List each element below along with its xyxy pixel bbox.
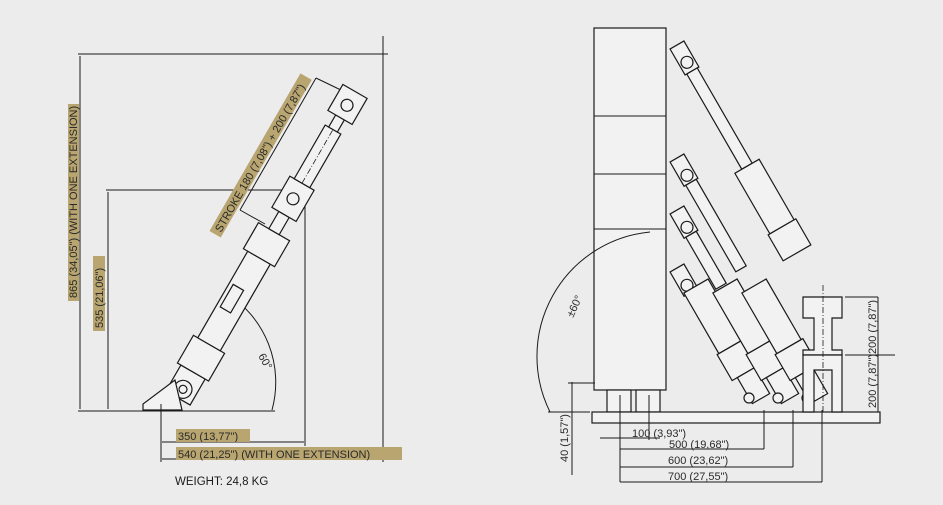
rotation-angle-label: ±60° xyxy=(565,294,585,320)
width-label: 350 (13,77") xyxy=(178,431,238,443)
dist-700-label: 700 (27,55") xyxy=(668,471,728,483)
height-label: 535 (21,06") xyxy=(94,268,106,328)
bracket-lower-label: 200 (7,87") xyxy=(867,354,879,408)
dist-600-label: 600 (23,62") xyxy=(668,455,728,467)
side-view xyxy=(78,36,388,462)
spacing-label: 100 (3,93") xyxy=(632,428,686,440)
weight-label: WEIGHT: 24,8 KG xyxy=(175,476,268,488)
angle-60-label: 60° xyxy=(255,352,274,372)
base-height-label: 40 (1,57") xyxy=(559,414,571,462)
dist-500-label: 500 (19,68") xyxy=(669,439,729,451)
height-ext-label: 865 (34,05") (WITH ONE EXTENSION) xyxy=(68,106,80,298)
bracket-upper-label: 200 (7,87") xyxy=(867,300,879,354)
width-ext-label: 540 (21,25") (WITH ONE EXTENSION) xyxy=(178,449,370,461)
front-view xyxy=(536,27,895,483)
